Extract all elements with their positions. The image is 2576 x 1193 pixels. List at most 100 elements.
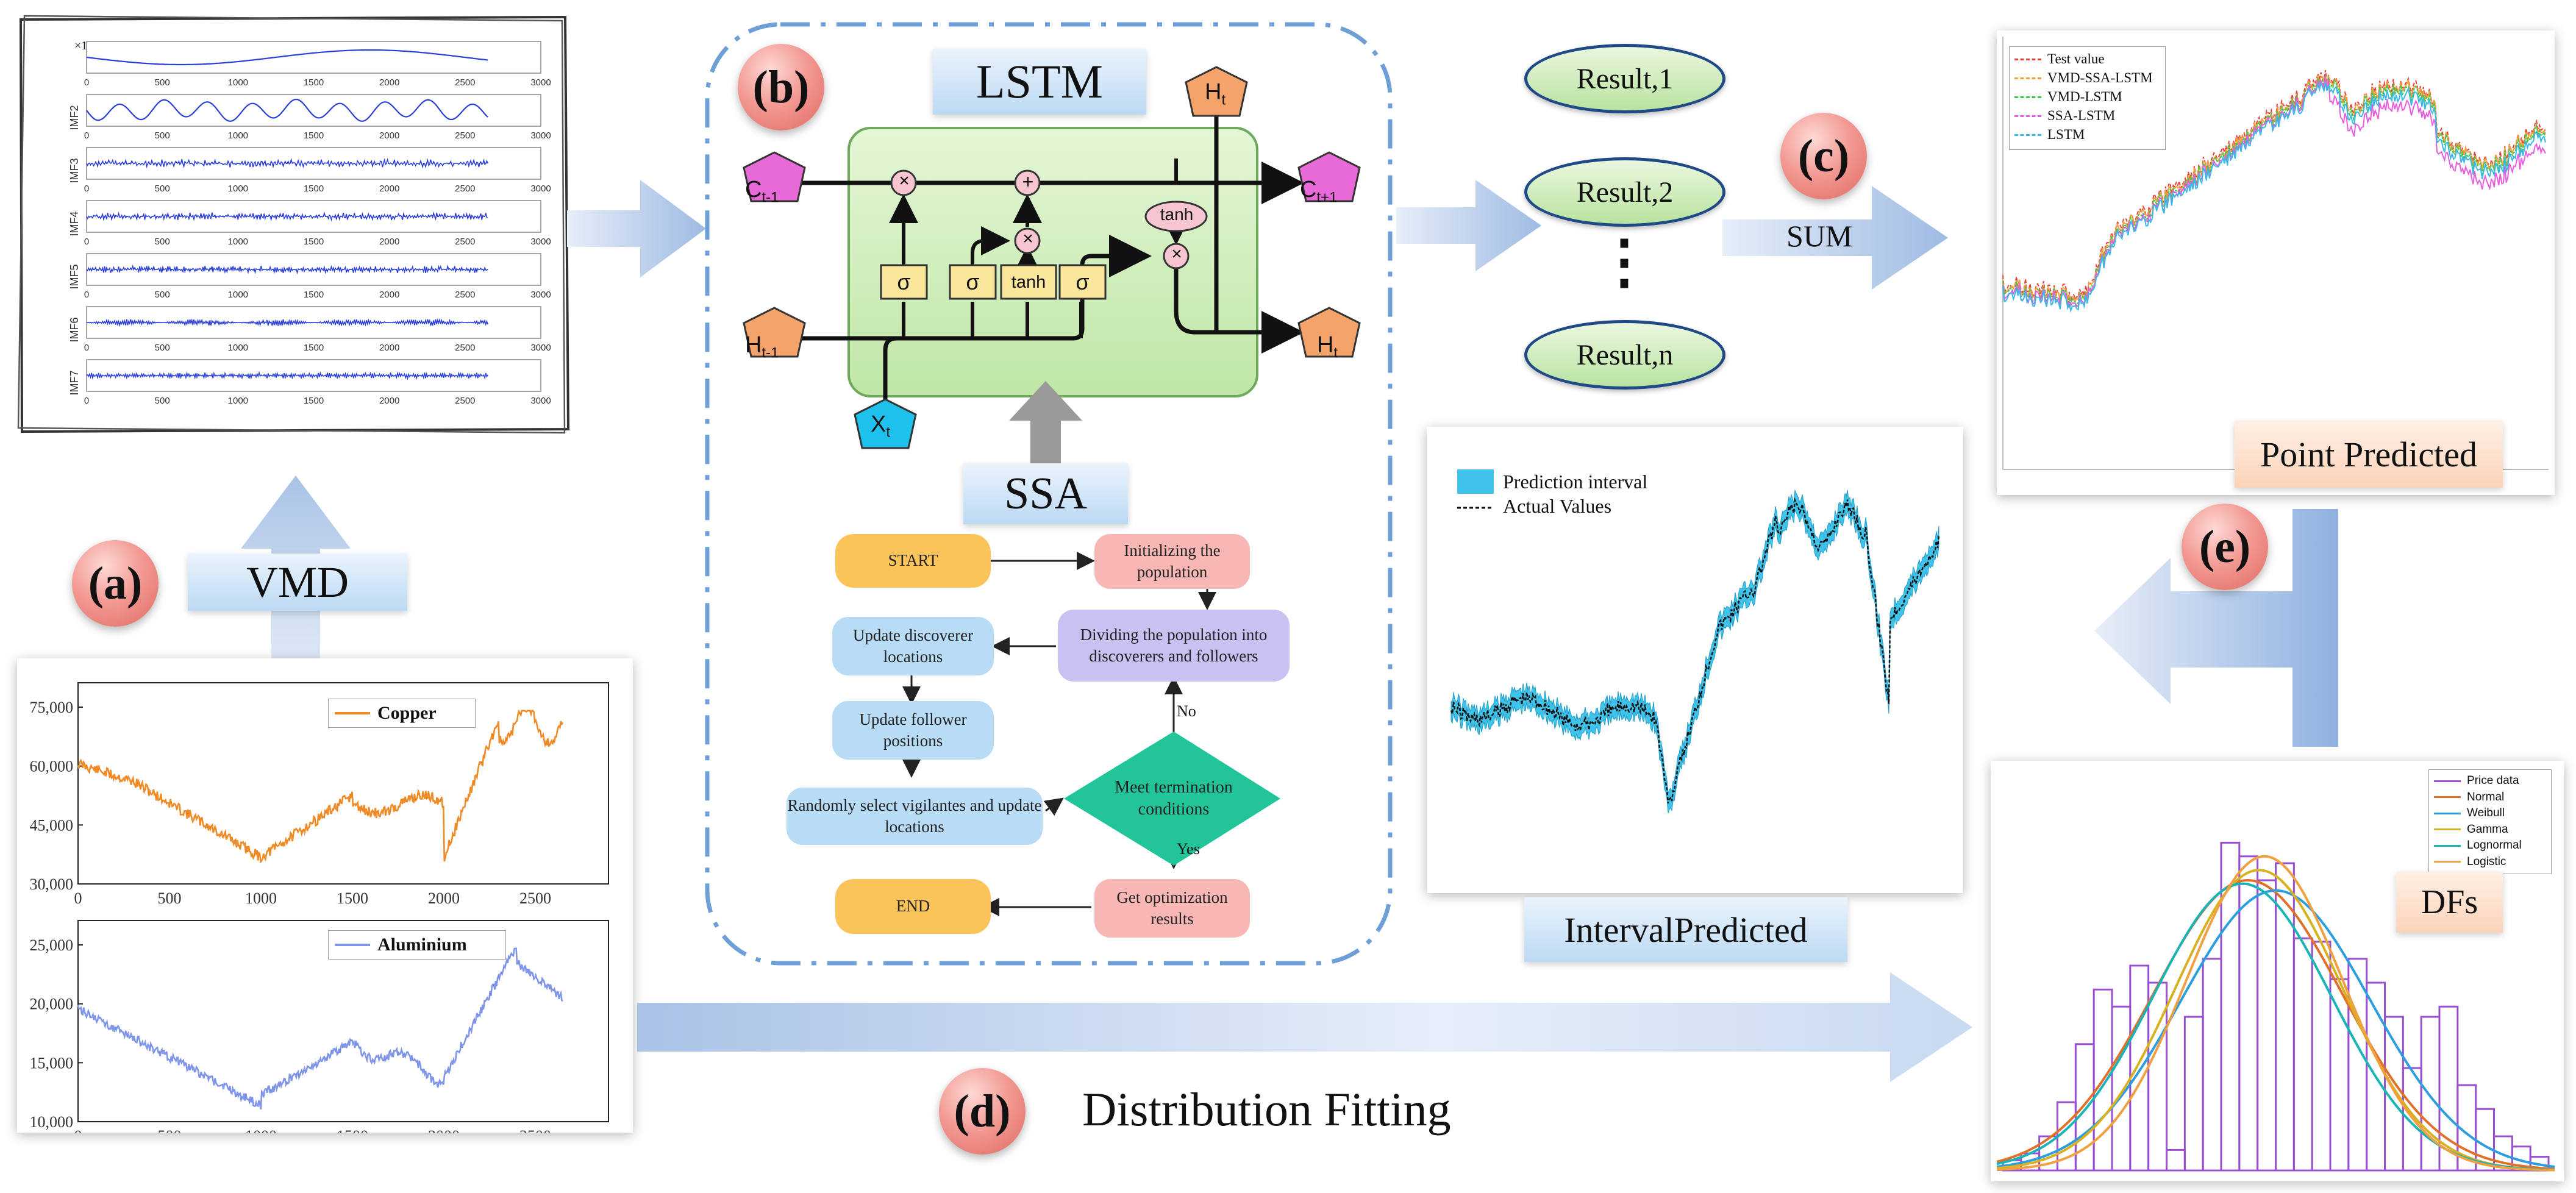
imf-tick-label: 3000	[530, 343, 551, 353]
imf-tick-label: 2000	[379, 77, 399, 88]
c-prev-label: Ct-1	[745, 177, 779, 206]
imf-tick-label: 500	[155, 396, 170, 406]
c-next-node	[1297, 151, 1361, 202]
ssa-update-discoverer: Update discoverer locations	[832, 617, 994, 675]
interval-predicted-chart	[1450, 489, 1940, 813]
copper-ytick: 60,000	[30, 758, 74, 775]
dist-legend-item: Logistic	[2434, 855, 2506, 869]
dist-legend-label: Lognormal	[2467, 839, 2522, 852]
point-series-line	[2002, 74, 2546, 304]
distribution-chart	[1996, 841, 2555, 1172]
prediction-interval-band	[1450, 489, 1939, 813]
label-d: (d)	[939, 1068, 1026, 1155]
price-data-bar	[2257, 879, 2277, 1172]
price-data-bar	[2238, 855, 2259, 1172]
point-legend-item: VMD-SSA-LSTM	[2014, 69, 2153, 87]
imf-tick-label: 2000	[379, 183, 399, 194]
h-out-label: Ht	[1317, 332, 1338, 361]
imf-tick-label: 0	[84, 183, 89, 194]
lstm-tag: LSTM	[933, 49, 1146, 115]
imf-tick-label: 500	[155, 237, 170, 247]
aluminium-ytick: 15,000	[30, 1054, 74, 1072]
imf-tick-label: 2500	[455, 396, 475, 406]
output-gate	[1058, 264, 1107, 300]
arrow-e	[2094, 509, 2338, 747]
imf-tick-label: 3000	[530, 290, 551, 300]
dist-legend-item: Weibull	[2434, 806, 2505, 821]
ssa-flow-arrows	[902, 552, 1280, 916]
imf-chart: 0 500 1000 1500 2000 2500 3000 0 500 1000 1500 2000…	[68, 41, 551, 406]
h-top-label: Ht	[1205, 79, 1226, 109]
result-n: Result,n	[1524, 320, 1725, 390]
input-gate-label: σ	[966, 269, 980, 294]
actual-legend-label: Actual Values	[1503, 495, 1612, 517]
price-data-bar	[2183, 1016, 2204, 1172]
x-in-node	[854, 398, 917, 449]
copper-legend: Copper	[328, 699, 476, 728]
point-legend-item: VMD-LSTM	[2014, 88, 2122, 105]
panel-b-frame	[705, 22, 1393, 966]
dist-legend-item: Normal	[2434, 790, 2504, 805]
ssa-get-optimization: Get optimization results	[1094, 879, 1250, 938]
x-in-label: Xt	[871, 411, 891, 441]
interval-legend-label: Prediction interval	[1503, 471, 1648, 493]
ssa-init: Initializing the population	[1094, 534, 1250, 589]
tanh-op-label: tanh	[1160, 205, 1194, 224]
price-data-bar	[2420, 1016, 2441, 1172]
imf-tick-label: 0	[84, 77, 89, 88]
point-legend-item: LSTM	[2014, 126, 2085, 143]
op-multiply-2: ×	[1022, 229, 1033, 249]
dist-legend-label: Normal	[2467, 790, 2505, 803]
copper-ytick: 45,000	[30, 816, 74, 834]
imf-tick-label: 2000	[379, 130, 399, 141]
op-add: +	[1022, 171, 1034, 193]
imf-tick-label: 2000	[379, 396, 399, 406]
aluminium-xtick: 500	[158, 1127, 182, 1133]
copper-axes	[77, 682, 609, 885]
imf-tick-label: 2500	[455, 183, 475, 194]
imf-tick-label: 1500	[304, 396, 324, 406]
c-next-label: Ct+1	[1300, 177, 1338, 206]
dist-legend-swatch	[2434, 780, 2461, 782]
imf-tick-label: 500	[155, 343, 170, 353]
copper-legend-label: Copper	[377, 703, 437, 723]
imf-signal-line	[86, 371, 488, 380]
actual-legend-line	[1457, 507, 1494, 509]
interval-predicted-tag: IntervalPredicted	[1524, 897, 1847, 962]
imf-axes	[86, 41, 541, 74]
input-gate	[949, 264, 997, 300]
label-c: (c)	[1780, 113, 1867, 199]
imf-tick-label: 2000	[379, 343, 399, 353]
imf-signal-line	[86, 211, 488, 222]
point-series-line	[2002, 82, 2546, 313]
aluminium-axes	[77, 920, 609, 1122]
meet-termination-diamond	[1064, 732, 1280, 866]
imf-tick-label: 2500	[455, 290, 475, 300]
ssa-start: START	[835, 534, 991, 588]
ssa-yes-label: Yes	[1177, 840, 1200, 858]
imf-signal-line	[86, 318, 488, 327]
copper-xtick: 500	[158, 889, 182, 907]
imf-tick-label: 1500	[304, 290, 324, 300]
label-a: (a)	[72, 540, 159, 627]
interval-predicted-panel: Prediction interval Actual Values	[1427, 427, 1963, 893]
c-prev-node	[743, 151, 806, 202]
imf-tick-label: 1000	[228, 183, 248, 194]
dist-fit-curve	[1996, 889, 2555, 1168]
dist-legend-swatch	[2434, 828, 2461, 830]
h-top-node	[1185, 66, 1248, 117]
imf-row-label: IMF7	[68, 370, 80, 395]
imf-tick-label: 1000	[228, 130, 248, 141]
imf-tick-label: 500	[155, 77, 170, 88]
sum-arrow	[1722, 186, 1948, 290]
imf-row-label: IMF3	[68, 158, 80, 183]
point-legend-label: VMD-SSA-LSTM	[2047, 70, 2153, 85]
point-legend-label: VMD-LSTM	[2047, 89, 2122, 104]
aluminium-xtick: 2000	[428, 1127, 460, 1133]
ssa-tag: SSA	[963, 463, 1128, 524]
point-legend-swatch	[2014, 96, 2041, 98]
aluminium-xtick: 2500	[519, 1127, 551, 1133]
dist-legend-swatch	[2434, 812, 2461, 814]
